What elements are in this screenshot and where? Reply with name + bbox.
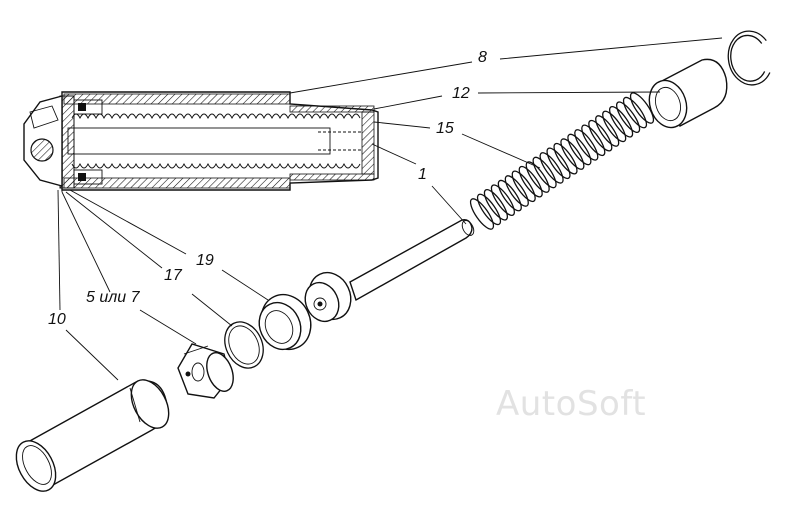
spring-coil (553, 142, 578, 175)
spring-coil (483, 189, 508, 221)
spring-coil (574, 129, 599, 161)
spring-coil (497, 179, 522, 212)
watermark: AutoSoft (496, 384, 647, 424)
spring-coil (476, 193, 502, 226)
spring-coil (595, 115, 620, 147)
callout-10: 10 (48, 311, 66, 328)
callout-8: 8 (478, 49, 487, 66)
spring-coil (581, 124, 606, 157)
bushing (648, 58, 728, 129)
leader-lines (57, 37, 723, 381)
snap-ring (727, 30, 771, 86)
spring-coil (511, 170, 536, 203)
spring-coil (525, 161, 550, 193)
assembled-cylinder-section (23, 91, 379, 192)
callout-19: 19 (196, 252, 214, 269)
spring-coil (560, 138, 585, 170)
spring-coil (588, 119, 613, 152)
tube (15, 379, 170, 492)
spring-coil (532, 156, 557, 189)
spring-coil (567, 133, 592, 166)
o-ring (224, 321, 264, 369)
spring-coil (504, 175, 529, 207)
spring-coil (609, 106, 634, 138)
spring-coil (629, 92, 655, 124)
callout-5-or-7: 5 или 7 (86, 289, 140, 306)
spring-coil (616, 101, 641, 133)
callout-1: 1 (418, 166, 427, 183)
callout-15: 15 (436, 120, 454, 137)
seal (258, 293, 312, 351)
spring-coil (518, 165, 543, 198)
spring-coil (490, 184, 515, 216)
callout-17: 17 (164, 267, 182, 284)
spring (469, 92, 655, 230)
rod (304, 218, 475, 323)
end-fitting (177, 343, 234, 399)
spring-coil (546, 147, 571, 180)
spring-coil (539, 152, 564, 184)
spring-coil (622, 96, 648, 129)
callout-12: 12 (452, 85, 470, 102)
spring-coil (469, 198, 495, 230)
spring-coil (602, 110, 627, 143)
